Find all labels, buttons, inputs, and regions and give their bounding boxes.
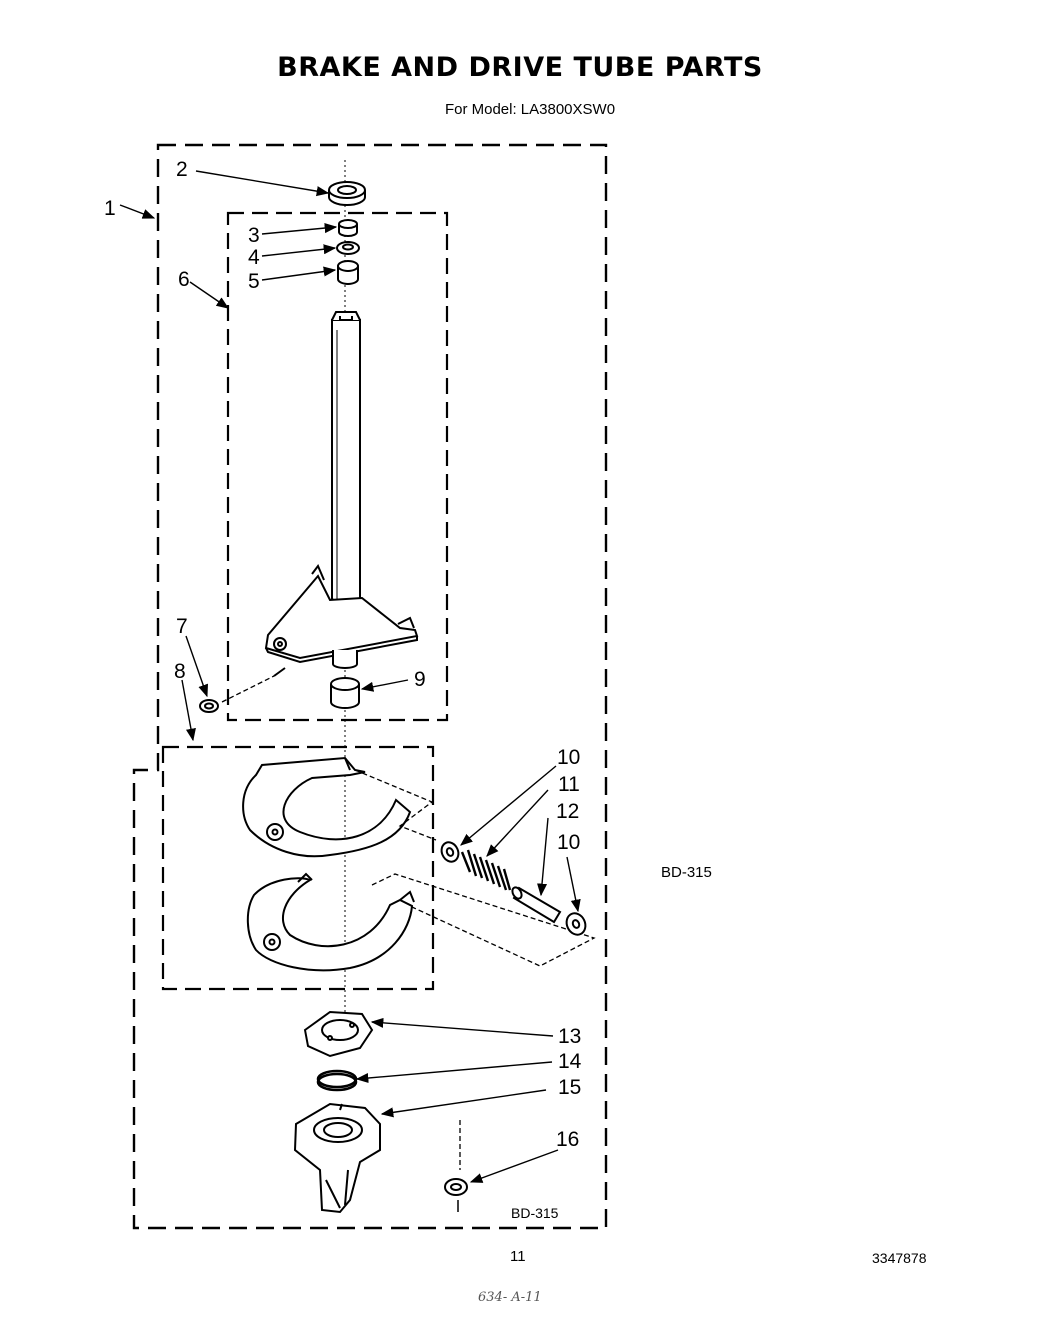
page-title: BRAKE AND DRIVE TUBE PARTS xyxy=(277,52,763,83)
callout-10b: 10 xyxy=(557,831,580,854)
callout-labels: 1 2 3 4 5 6 7 8 9 10 11 12 10 13 14 15 1… xyxy=(104,158,582,1151)
callout-2: 2 xyxy=(176,158,188,181)
upper-brake-shoe xyxy=(242,756,412,858)
diagram-code-inner: BD-315 xyxy=(511,1205,559,1221)
washer-part-10b xyxy=(565,912,587,936)
callout-11: 11 xyxy=(558,773,580,796)
brake-shoe-box-8 xyxy=(161,745,435,991)
assembly-outline-1 xyxy=(132,143,608,1230)
seal-part-2 xyxy=(328,181,366,206)
hub-part-15 xyxy=(293,1102,381,1214)
callout-7: 7 xyxy=(176,615,188,638)
callout-1: 1 xyxy=(104,197,116,220)
callout-14: 14 xyxy=(558,1050,582,1073)
document-number: 3347878 xyxy=(872,1250,927,1266)
callout-5: 5 xyxy=(248,270,260,293)
spring-part-11 xyxy=(460,849,512,891)
ring-part-16 xyxy=(444,1178,468,1196)
washer-part-10a xyxy=(440,841,460,863)
leader-lines xyxy=(119,170,581,1183)
callout-8: 8 xyxy=(174,660,186,683)
callout-13: 13 xyxy=(558,1025,581,1048)
diagram-code-side: BD-315 xyxy=(661,864,712,881)
drive-tube-box-6 xyxy=(226,211,449,722)
pin-part-12 xyxy=(511,886,562,924)
callout-15: 15 xyxy=(558,1076,581,1099)
bushing-part-9 xyxy=(330,677,360,709)
callout-4: 4 xyxy=(248,246,260,269)
bearing-part-3 xyxy=(338,219,358,237)
callout-6: 6 xyxy=(178,268,190,291)
retainer-ring-part-7 xyxy=(199,699,219,713)
callout-10a: 10 xyxy=(557,746,580,769)
callout-9: 9 xyxy=(414,668,426,691)
plate-part-13 xyxy=(303,1010,374,1058)
callout-16: 16 xyxy=(556,1128,579,1151)
clamp-part-14 xyxy=(316,1069,358,1092)
callout-12: 12 xyxy=(556,800,579,823)
model-subtitle: For Model: LA3800XSW0 xyxy=(444,101,616,118)
handwritten-note: 634- A-11 xyxy=(478,1290,542,1305)
callout-3: 3 xyxy=(248,224,260,247)
lower-brake-shoe xyxy=(246,872,415,972)
washer-part-4 xyxy=(336,241,360,255)
bushing-part-5 xyxy=(337,260,359,285)
drive-tube xyxy=(264,311,419,669)
page-number: 11 xyxy=(510,1248,526,1265)
